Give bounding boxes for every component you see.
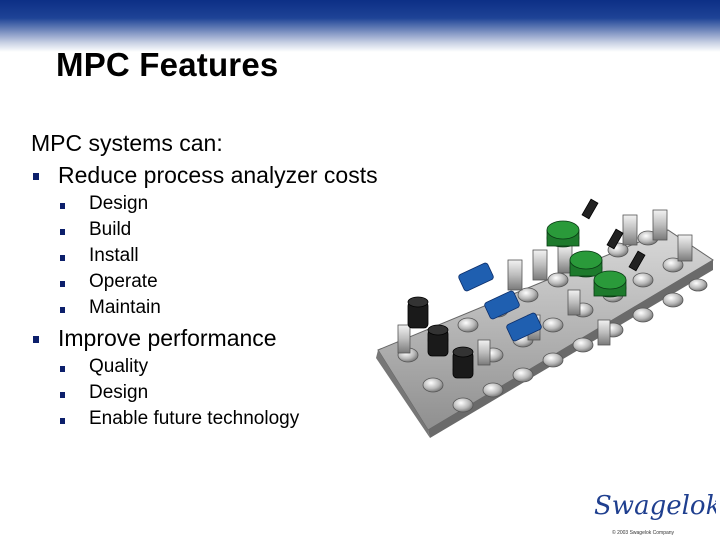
bullet-text: Reduce process analyzer costs (58, 162, 378, 188)
sub-bullet-text: Design (89, 382, 149, 403)
bullet-square-icon (33, 336, 39, 343)
logo-text: Swagelok (594, 491, 716, 521)
bullet-square-icon (60, 281, 65, 287)
swagelok-logo: Swagelok (594, 491, 716, 521)
bullet-square-icon (60, 229, 65, 235)
bullet-square-icon (60, 255, 65, 261)
sub-bullet-text: Enable future technology (89, 408, 300, 429)
intro-text: MPC systems can: (31, 130, 223, 156)
bullet-square-icon (60, 203, 65, 209)
sub-bullet-text: Maintain (89, 297, 161, 318)
bullet-square-icon (60, 418, 65, 424)
header-band (0, 0, 720, 52)
bullet-square-icon (60, 366, 65, 372)
bullet-square-icon (33, 173, 39, 180)
copyright-text: © 2003 Swagelok Company (612, 530, 675, 536)
bullet-square-icon (60, 307, 65, 313)
sub-bullet-text: Quality (89, 356, 149, 377)
sub-bullet-text: Build (89, 219, 132, 240)
slide-title: MPC Features (56, 46, 279, 83)
sub-bullet-text: Install (89, 245, 139, 266)
bullet-text: Improve performance (58, 325, 277, 351)
bullet-square-icon (60, 392, 65, 398)
sub-bullet-text: Operate (89, 271, 158, 292)
mpc-system-image (376, 198, 714, 438)
sub-bullet-text: Design (89, 193, 149, 214)
